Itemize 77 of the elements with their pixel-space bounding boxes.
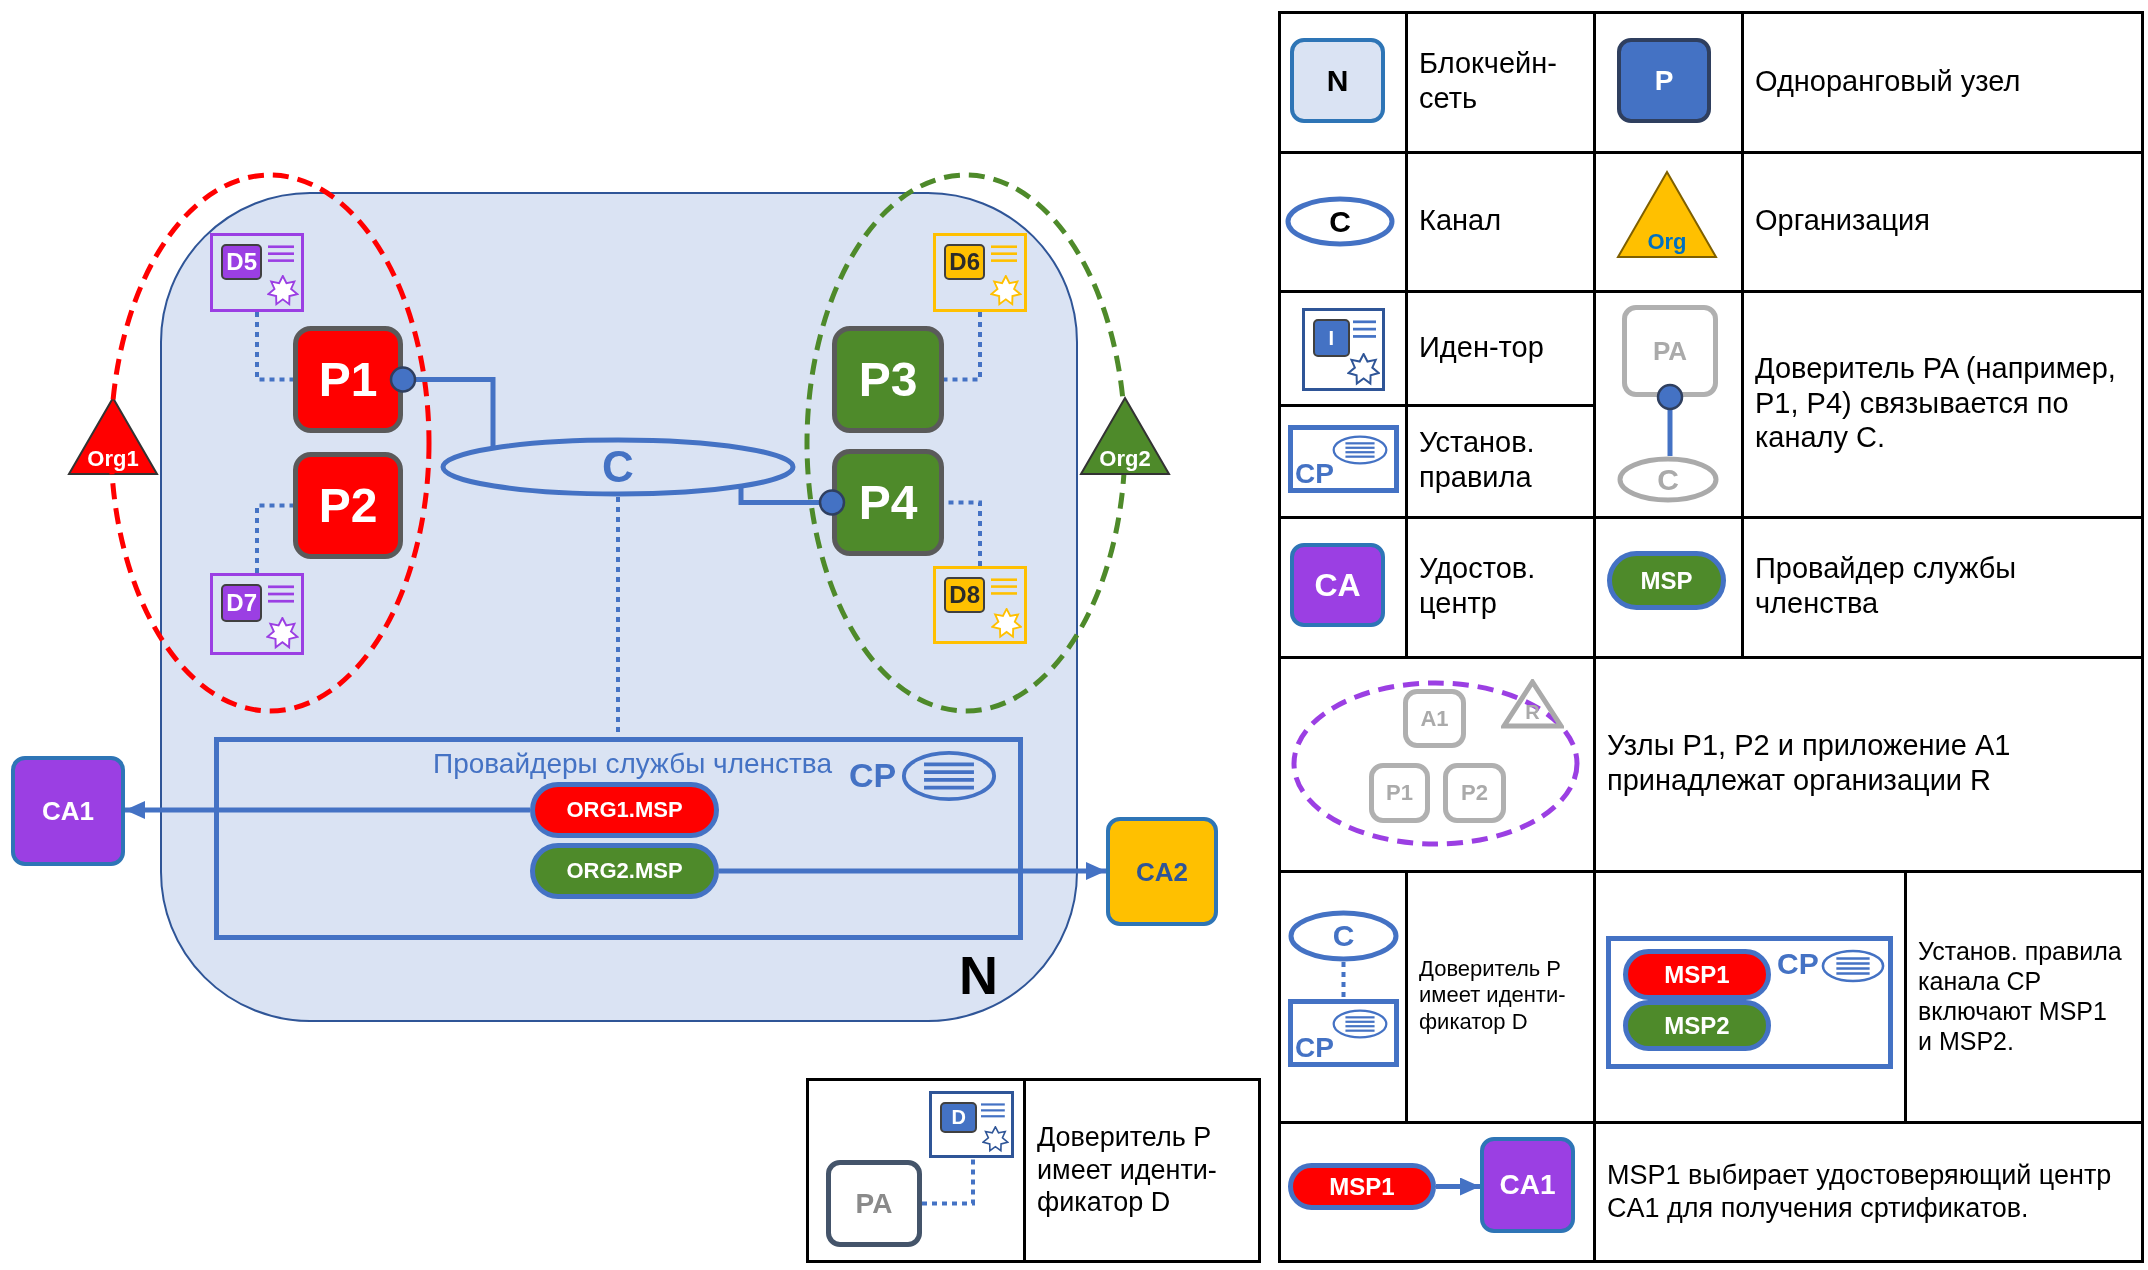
organization-triangle: R	[1501, 679, 1564, 729]
principal-box: PA	[1622, 305, 1718, 397]
legend-text: Блокчейн-сеть	[1419, 46, 1558, 116]
certificate-authority-box: CA1	[1480, 1137, 1575, 1233]
legend-text: Удостов. центр	[1419, 551, 1537, 621]
arrow	[1436, 1177, 1480, 1196]
certificate-card	[933, 566, 1027, 644]
certificate-authority-box: CA1	[11, 756, 125, 866]
msp-pill: ORG1.MSP	[530, 782, 719, 838]
organization-triangle: Org	[1615, 169, 1719, 260]
legend-text: Доверитель P имеет иденти-фикатор D	[1037, 1121, 1218, 1219]
identity-badge: D8	[944, 577, 986, 613]
arrow	[125, 801, 530, 819]
certificate-card	[210, 233, 304, 312]
connector-line	[389, 366, 496, 449]
certificate-authority-box: CA	[1290, 543, 1385, 627]
msp-pill: ORG2.MSP	[530, 843, 719, 899]
msp-pill: MSP	[1607, 551, 1726, 610]
arrow	[719, 862, 1106, 880]
dotted-connector	[944, 312, 982, 382]
legend-text: Организация	[1755, 203, 1930, 238]
cp-label: CP	[1295, 1034, 1334, 1062]
dotted-connector	[922, 1158, 975, 1206]
channel-policy-box	[1288, 999, 1399, 1067]
channel-policy-box	[1288, 425, 1399, 493]
legend-text: Доверитель PA (например, P1, P4) связывается по каналу C.	[1755, 350, 2117, 456]
peer-node: P1	[293, 326, 403, 433]
legend-text: Установ. правила	[1419, 425, 1536, 495]
peer-node: P3	[832, 326, 944, 433]
network-area	[160, 192, 1078, 1022]
certificate-card	[210, 573, 304, 655]
connector-line	[1656, 383, 1684, 456]
principal-box: P1	[1369, 763, 1430, 823]
msp-pill: MSP1	[1623, 949, 1771, 1000]
cp-label: CP	[1295, 460, 1334, 488]
certificate-authority-box: CA2	[1106, 817, 1218, 926]
msp-pill: MSP2	[1623, 1000, 1771, 1051]
msp-pill: MSP1	[1288, 1163, 1436, 1210]
channel-policy-box	[1606, 936, 1893, 1069]
dotted-connector	[255, 312, 293, 382]
principal-box: P2	[1443, 763, 1506, 823]
principal-box: A1	[1403, 689, 1466, 748]
msp-group-title: Провайдеры службы членства	[433, 747, 832, 781]
legend-text: Установ. правила канала CP включают MSP1 и MSP2.	[1918, 935, 2123, 1056]
certificate-card	[933, 233, 1027, 312]
legend-text: Иден-тор	[1419, 329, 1544, 365]
identity-badge: D	[940, 1102, 978, 1133]
channel-ellipse: C	[1285, 196, 1395, 247]
peer-node: P	[1617, 38, 1711, 123]
identity-badge: I	[1313, 319, 1350, 358]
legend-text: Провайдер службы членства	[1755, 551, 2018, 621]
organization-ellipse	[1291, 680, 1580, 847]
legend-text: Канал	[1419, 203, 1502, 238]
organization-triangle: Org2	[1078, 395, 1172, 477]
identity-badge: D7	[221, 584, 263, 622]
identity-badge: D5	[221, 244, 263, 281]
legend-text: Одноранговый узел	[1755, 63, 2021, 99]
certificate-card	[1302, 308, 1385, 391]
cp-label: CP	[849, 758, 897, 792]
dotted-connector	[1341, 962, 1346, 999]
network-symbol: N	[1290, 38, 1385, 123]
peer-node: P2	[293, 452, 403, 559]
channel-ellipse: C	[440, 437, 796, 497]
peer-node: P4	[832, 449, 944, 556]
legend-text: MSP1 выбирает удостоверяющий центр CA1 для получения сртификатов.	[1607, 1159, 2113, 1224]
cp-label: CP	[1777, 949, 1819, 979]
dotted-connector	[255, 503, 293, 573]
connector-line	[738, 486, 846, 516]
channel-ellipse: C	[1288, 910, 1399, 962]
principal-box: PA	[826, 1160, 922, 1247]
msp-group-box	[214, 737, 1023, 940]
legend-text: Доверитель P имеет иденти-фикатор D	[1419, 955, 1567, 1036]
certificate-card	[929, 1091, 1014, 1158]
legend-text: Узлы P1, P2 и приложение A1 принадлежат организации R	[1607, 728, 2012, 798]
identity-badge: D6	[944, 244, 986, 281]
network-label: N	[959, 948, 998, 1002]
channel-ellipse: C	[1617, 456, 1719, 503]
